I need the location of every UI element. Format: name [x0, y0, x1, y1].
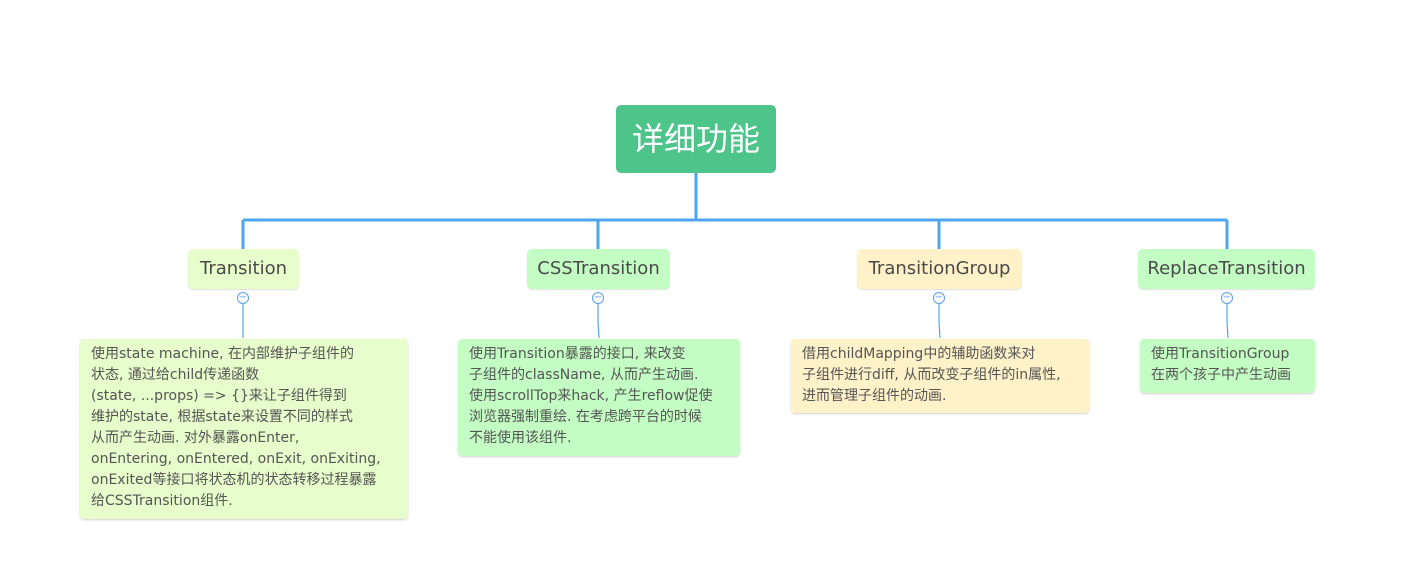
- note-replacetransition[interactable]: 使用TransitionGroup 在两个孩子中产生动画: [1140, 339, 1315, 393]
- topic-replacetransition[interactable]: ReplaceTransition: [1138, 249, 1315, 289]
- collapse-toggle-transitiongroup[interactable]: −: [933, 292, 945, 304]
- topic-csstransition[interactable]: CSSTransition: [527, 249, 670, 289]
- note-line: 子组件进行diff, 从而改变子组件的in属性,: [802, 367, 1061, 383]
- note-line: 状态, 通过给child传递函数: [91, 367, 260, 383]
- note-line: 使用Transition暴露的接口, 来改变: [469, 346, 686, 362]
- note-transitiongroup[interactable]: 借用childMapping中的辅助函数来对 子组件进行diff, 从而改变子组…: [791, 339, 1089, 413]
- root-topic[interactable]: 详细功能: [616, 105, 776, 173]
- note-line: 使用scrollTop来hack, 产生reflow促使: [469, 388, 713, 404]
- note-line: 在两个孩子中产生动画: [1151, 367, 1291, 383]
- note-csstransition[interactable]: 使用Transition暴露的接口, 来改变 子组件的className, 从而…: [458, 339, 740, 456]
- note-line: 维护的state, 根据state来设置不同的样式: [91, 409, 353, 425]
- note-line: 使用state machine, 在内部维护子组件的: [91, 346, 354, 362]
- note-transition[interactable]: 使用state machine, 在内部维护子组件的 状态, 通过给child传…: [80, 339, 408, 519]
- collapse-toggle-replacetransition[interactable]: −: [1221, 292, 1233, 304]
- note-line: 浏览器强制重绘. 在考虑跨平台的时候: [469, 409, 702, 425]
- note-line: 使用TransitionGroup: [1151, 346, 1290, 362]
- note-line: 借用childMapping中的辅助函数来对: [802, 346, 1036, 362]
- note-line: (state, ...props) => {}来让子组件得到: [91, 388, 347, 404]
- collapse-toggle-csstransition[interactable]: −: [592, 292, 604, 304]
- connector-note-replacetransition: [1226, 304, 1229, 339]
- topic-transitiongroup[interactable]: TransitionGroup: [857, 249, 1022, 289]
- note-line: 给CSSTransition组件.: [91, 493, 233, 509]
- note-line: 子组件的className, 从而产生动画.: [469, 367, 699, 383]
- note-line: 进而管理子组件的动画.: [802, 388, 947, 404]
- topic-transition[interactable]: Transition: [188, 249, 299, 289]
- note-line: onEntering, onEntered, onExit, onExiting…: [91, 451, 381, 467]
- note-line: 不能使用该组件.: [469, 430, 572, 446]
- note-line: 从而产生动画. 对外暴露onEnter,: [91, 430, 300, 446]
- connector-note-csstransition: [597, 304, 600, 339]
- collapse-toggle-transition[interactable]: −: [237, 292, 249, 304]
- connector-note-transitiongroup: [938, 304, 941, 339]
- note-line: onExited等接口将状态机的状态转移过程暴露: [91, 472, 377, 488]
